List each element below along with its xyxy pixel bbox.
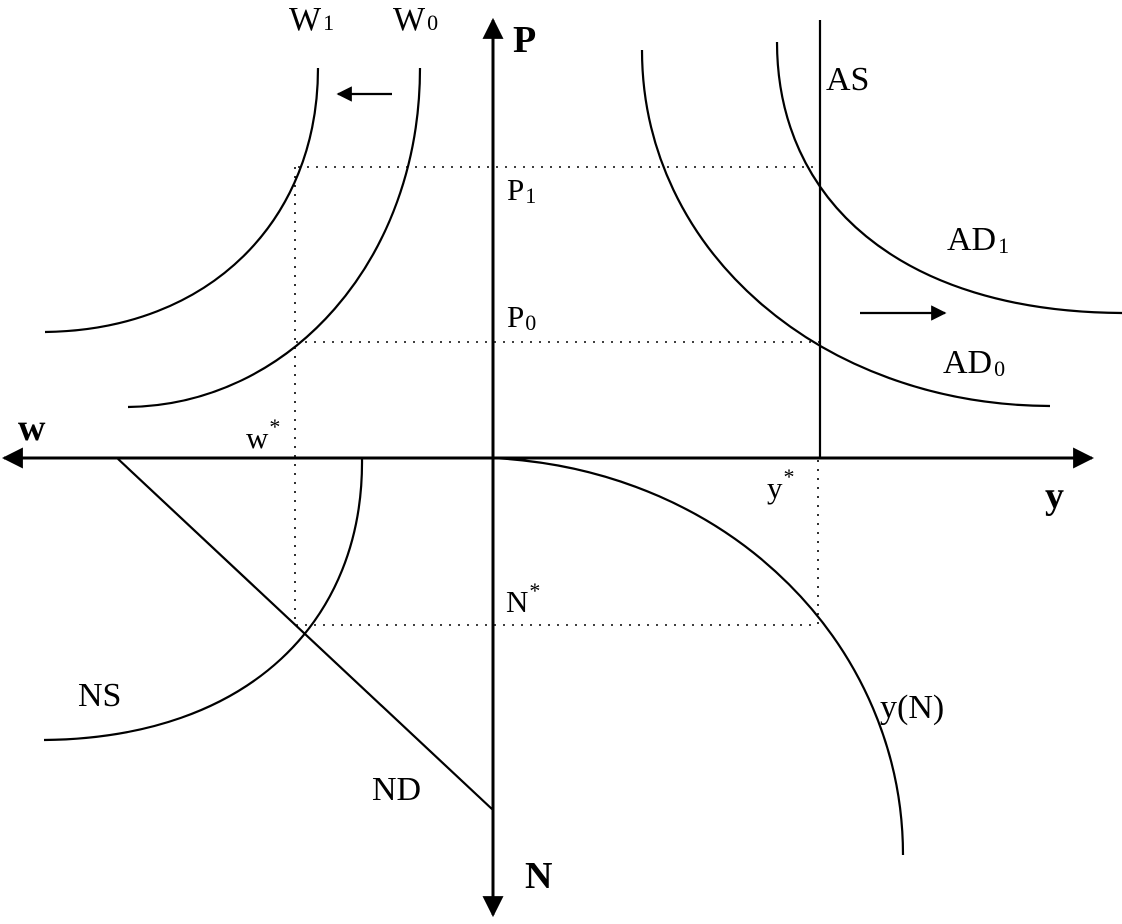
- production-function-label: y(N): [880, 689, 944, 726]
- p-axis-label: P: [513, 19, 536, 61]
- y-axis-label: y: [1045, 475, 1064, 517]
- ns-label: NS: [78, 677, 121, 714]
- w0-label: W0: [393, 1, 438, 38]
- n-star-label: N*: [506, 578, 540, 619]
- w-axis-label: w: [18, 407, 46, 449]
- p1-label: P1: [507, 172, 536, 208]
- ns-curve: [43, 457, 364, 742]
- ad0-curve: [640, 49, 1051, 408]
- ad0-label: AD0: [943, 344, 1005, 381]
- w-star-label: w*: [246, 414, 280, 455]
- n-axis-label: N: [525, 855, 552, 897]
- nd-label: ND: [372, 771, 421, 808]
- ad1-curve: [775, 41, 1122, 315]
- production-function-curve: [492, 456, 905, 856]
- w1-curve: [44, 67, 320, 334]
- w1-label: W1: [289, 1, 334, 38]
- ad1-label: AD1: [947, 221, 1009, 258]
- w0-curve: [127, 67, 422, 409]
- as-label: AS: [826, 61, 869, 98]
- nd-line: [116, 457, 494, 811]
- p0-label: P0: [507, 299, 536, 335]
- y-star-label: y*: [767, 464, 795, 505]
